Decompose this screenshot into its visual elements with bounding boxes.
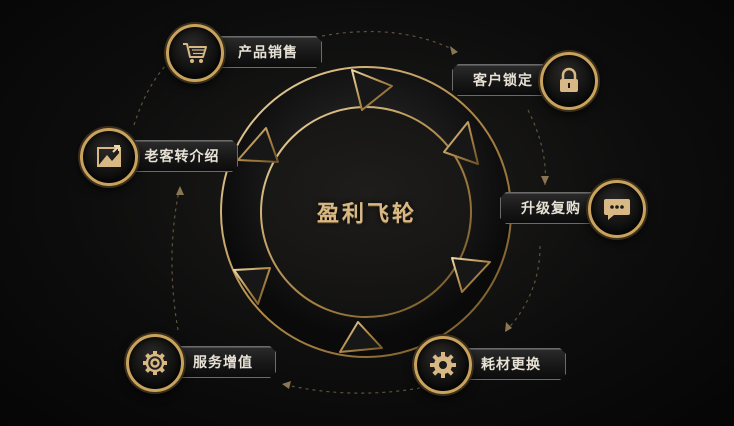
- growth-chart-icon: [80, 128, 138, 186]
- node-label: 服务增值: [170, 346, 276, 378]
- flow-arrowheads: [176, 46, 549, 389]
- flywheel-ring: [220, 66, 512, 358]
- node-label: 产品销售: [214, 36, 322, 68]
- ring-arrowhead-3: [451, 257, 491, 293]
- padlock-icon: [540, 52, 598, 110]
- chat-bubble-icon: [588, 180, 646, 238]
- gear-icon: [414, 336, 472, 394]
- gear-icon: [126, 334, 184, 392]
- ring-arrowhead-6: [237, 127, 279, 163]
- ring-arrowhead-2: [443, 121, 479, 165]
- node-label: 客户锁定: [452, 64, 554, 96]
- diagram-title: 盈利飞轮: [316, 202, 417, 227]
- shopping-cart-icon: [166, 24, 224, 82]
- ring-arrowhead-5: [233, 267, 271, 305]
- node-label: 老客转介绍: [126, 140, 238, 172]
- node-label: 耗材更换: [456, 348, 566, 380]
- ring-arrowhead-1: [351, 69, 393, 111]
- node-label: 升级复购: [500, 192, 602, 224]
- ring-arrowhead-4: [339, 321, 383, 353]
